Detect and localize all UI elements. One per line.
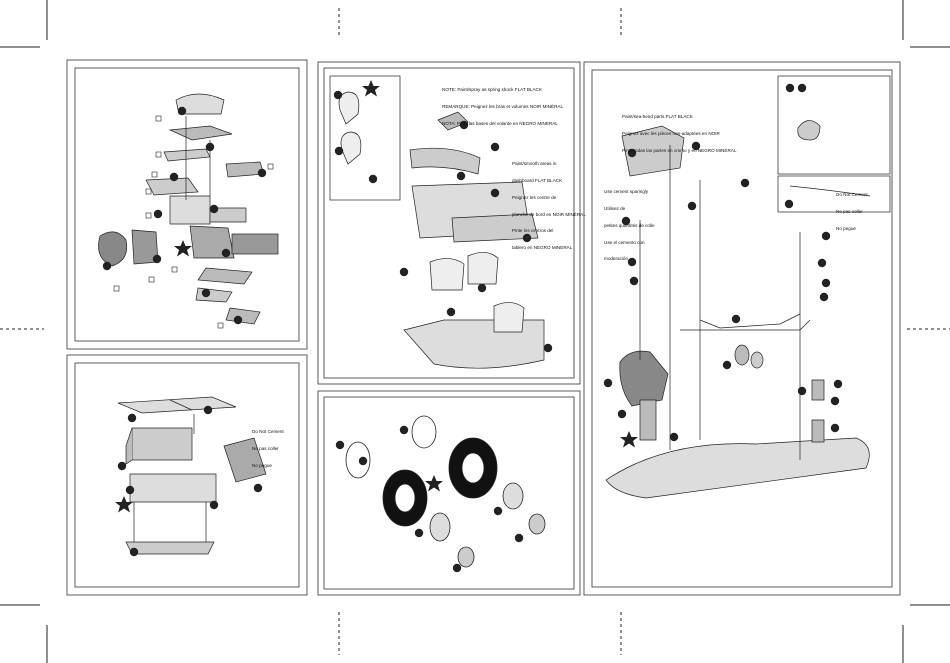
no-cement-es: No pegue	[252, 462, 272, 468]
no-cement-en-2: Do Not Cement	[836, 192, 868, 198]
glue-note-5: moderación.	[604, 256, 630, 262]
chassis-note-1: Paint/sea-bend parts FLAT BLACK	[622, 114, 693, 120]
glue-note-4: Use el cemento con	[604, 239, 645, 245]
dash-note-4: planche de bord en NOIR MINÉRAL	[512, 211, 586, 217]
paint-note: NOTE: Paint/spray as spring shock FLAT B…	[442, 76, 563, 132]
chassis-note-2: Peignez avec les pièces non-adaptées en …	[622, 130, 720, 136]
wheels-drawing	[345, 415, 546, 568]
no-cement-fr-2: Ne pas coller	[836, 208, 863, 214]
paint-note-fr: REMARQUE: Peignez les bras et volumes NO…	[442, 103, 564, 109]
dash-note-3: Peignez les centre de	[512, 194, 557, 200]
glue-note: Use cement sparingly Utilisez de petites…	[604, 178, 655, 268]
wheels-callouts	[335, 425, 524, 573]
engine-callouts	[102, 106, 267, 325]
dash-note-1: Paint/smooth areas in	[512, 161, 557, 167]
interior-drawing	[329, 75, 545, 369]
panel-bed	[66, 354, 308, 596]
dash-note-2: dashboard FLAT BLACK	[512, 177, 563, 183]
engine-sqs	[113, 115, 274, 329]
dash-note: Paint/smooth areas in dashboard FLAT BLA…	[512, 150, 586, 256]
panel-interior	[317, 61, 581, 385]
dash-note-6: tablero en NEGRO MINERAL	[512, 245, 573, 251]
chassis-paint-note: Paint/sea-bend parts FLAT BLACK Peignez …	[622, 103, 736, 159]
glue-note-3: petites quantités de colle	[604, 222, 655, 228]
no-cement-note-bed: Do Not Cement Ne pas coller No pegue	[252, 418, 284, 474]
no-cement-es-2: No pegue	[836, 225, 856, 231]
chassis-drawing	[605, 75, 891, 499]
no-cement-en: Do Not Cement	[252, 429, 284, 435]
chassis-note-3: Pinte todas las partes en cromo y en NEG…	[622, 147, 737, 153]
panel-chassis	[583, 61, 901, 596]
panel-wheels	[317, 390, 581, 596]
bed-callouts	[115, 405, 263, 557]
no-cement-fr: Ne pas coller	[252, 445, 279, 451]
no-cement-note-chassis: Do Not Cement Ne pas coller No pegue	[836, 181, 868, 237]
glue-note-1: Use cement sparingly	[604, 189, 649, 195]
dash-note-5: Pinte los centros del	[512, 228, 554, 234]
panel-engine	[66, 59, 308, 350]
paint-note-en: NOTE: Paint/spray as spring shock FLAT B…	[442, 87, 542, 93]
bed-drawing	[117, 396, 267, 555]
chassis-callouts	[603, 83, 843, 448]
paint-note-es: NOTA: Pinte las bases del volante en NEG…	[442, 120, 558, 126]
glue-note-2: Utilisez de	[604, 205, 626, 211]
engine-drawing	[98, 93, 279, 325]
interior-callouts	[333, 80, 553, 353]
